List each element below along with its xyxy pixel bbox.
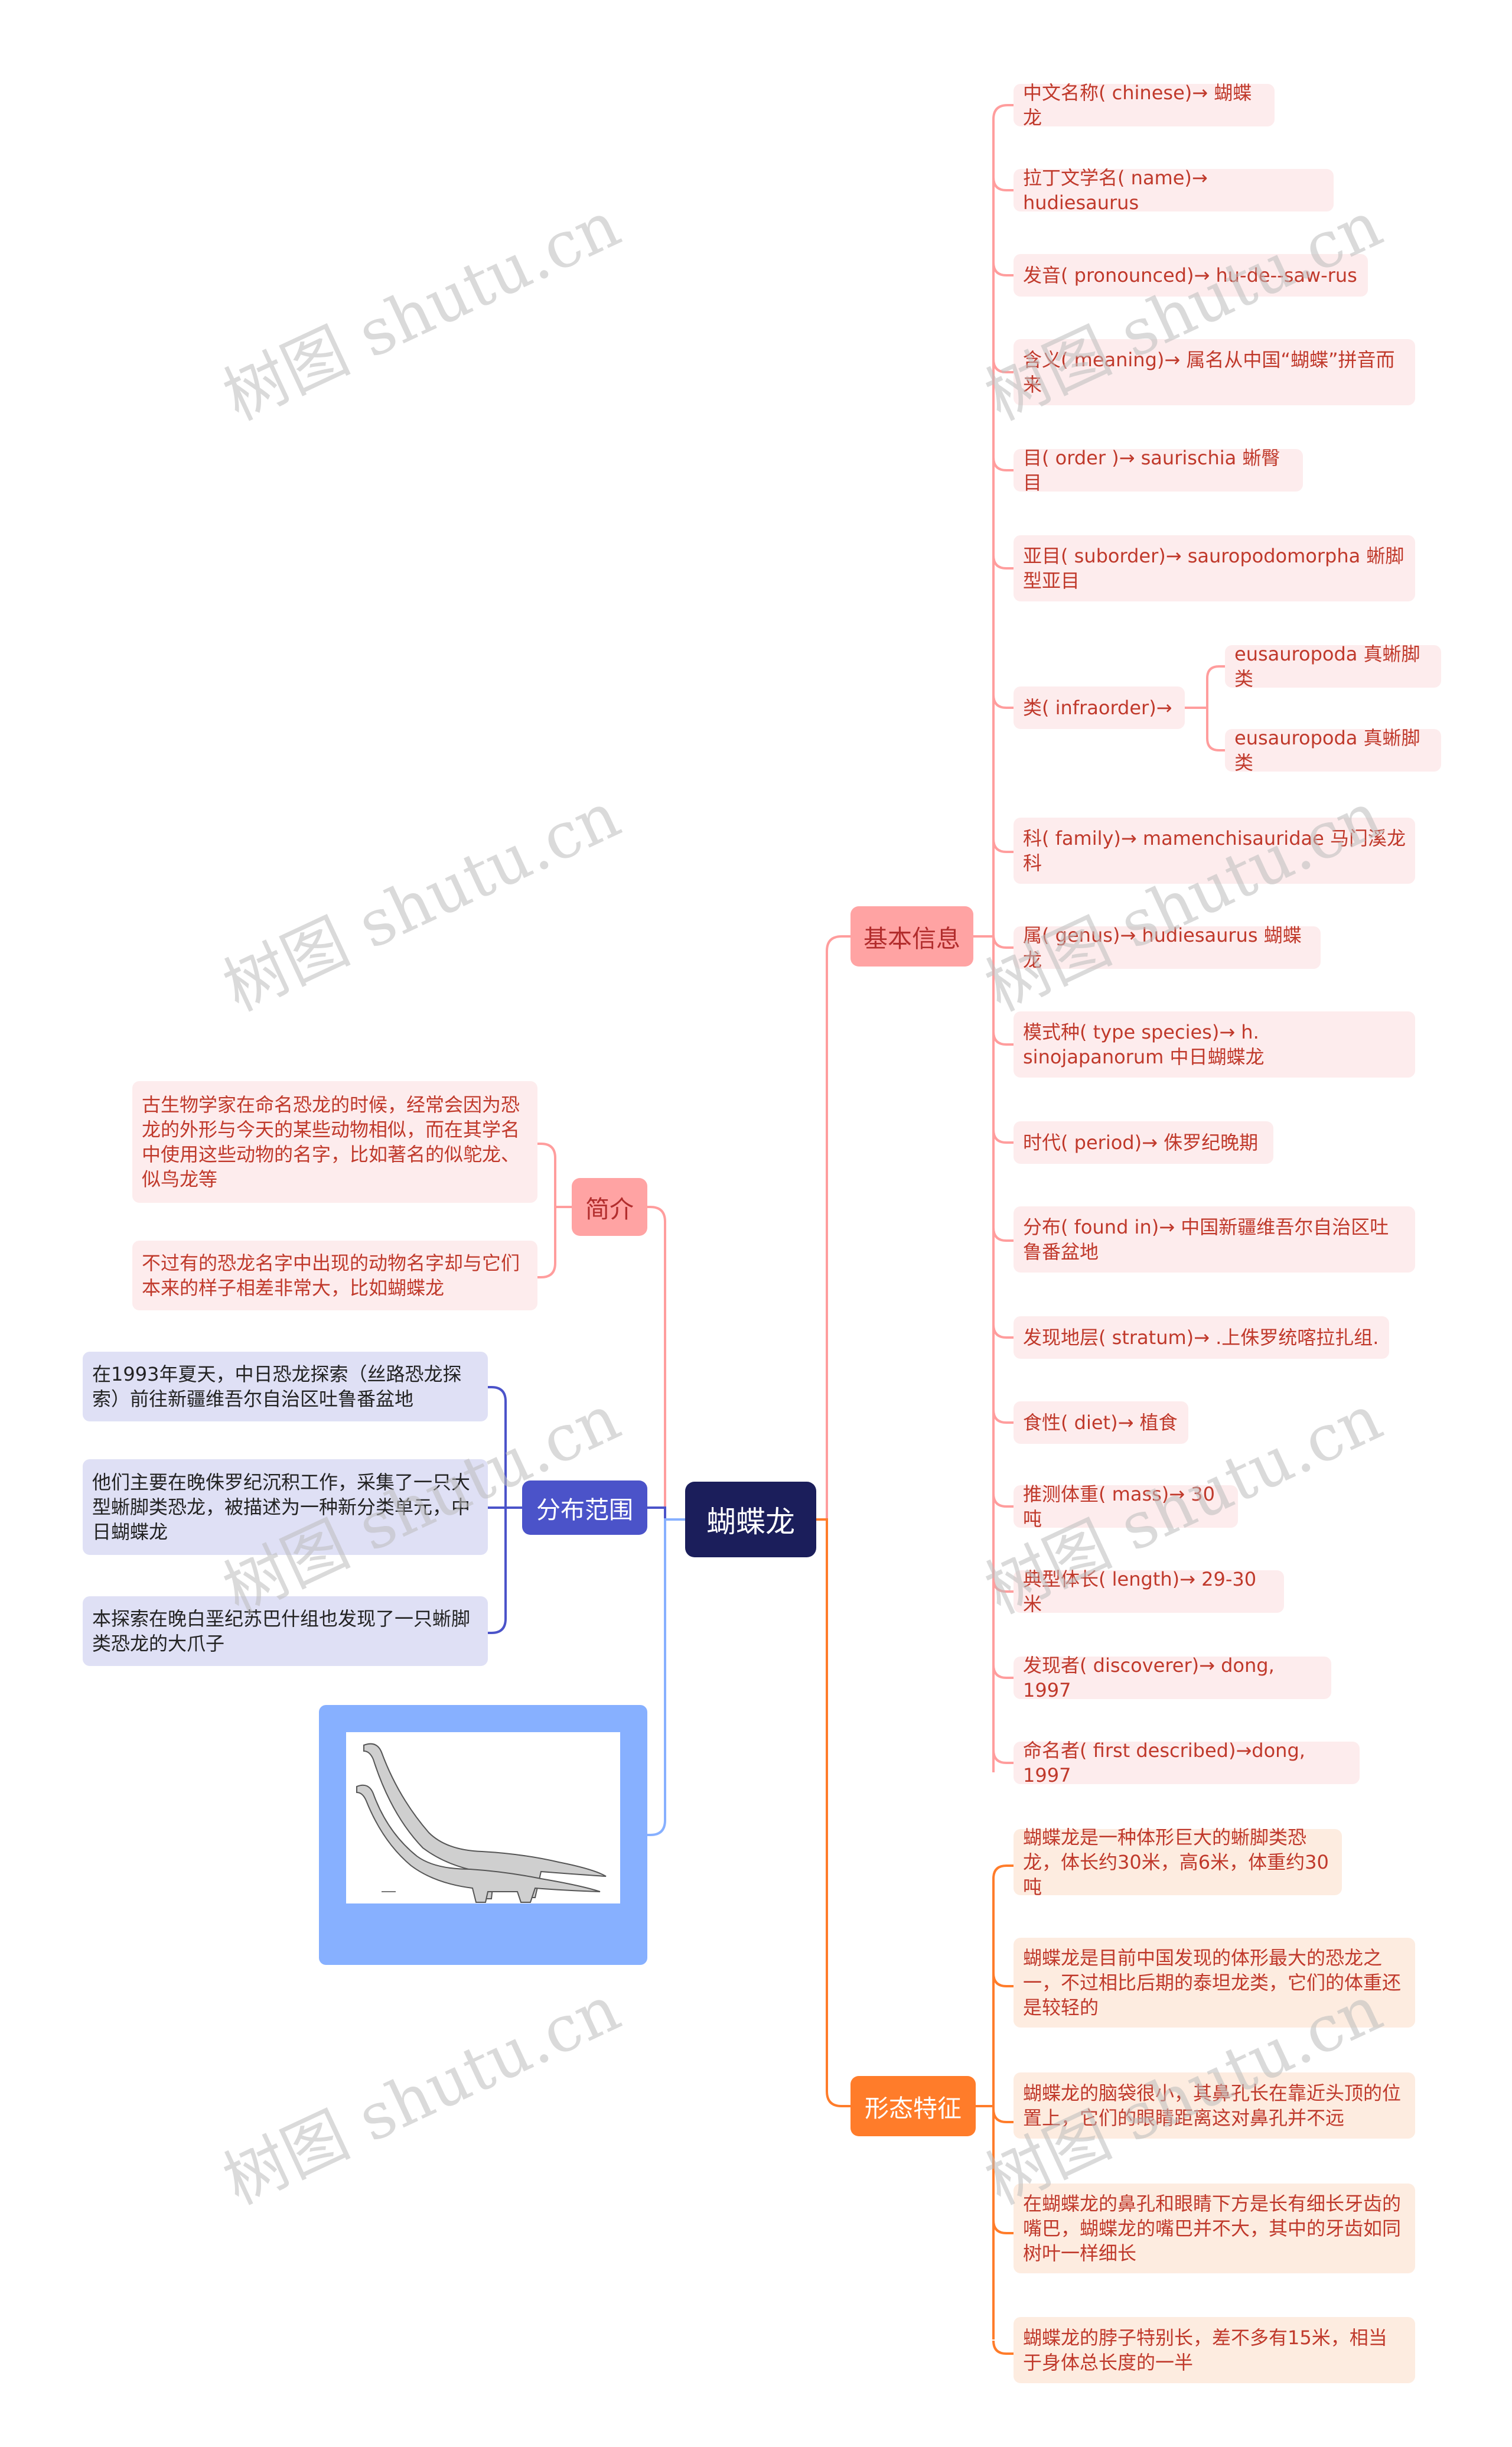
- image-node[interactable]: [319, 1705, 647, 1965]
- basic-item-latin-name[interactable]: 拉丁文学名( name)→ hudiesaurus: [1014, 167, 1334, 214]
- basic-item-period[interactable]: 时代( period)→ 侏罗纪晚期: [1014, 1121, 1273, 1164]
- basic-item-genus[interactable]: 属( genus)→ hudiesaurus 蝴蝶龙: [1014, 924, 1321, 971]
- basic-item-diet[interactable]: 食性( diet)→ 植食: [1014, 1401, 1188, 1444]
- intro-item[interactable]: 古生物学家在命名恐龙的时候，经常会因为恐龙的外形与今天的某些动物相似，而在其学名…: [132, 1081, 537, 1203]
- root-topic[interactable]: 蝴蝶龙: [685, 1482, 816, 1557]
- distribution-item[interactable]: 在1993年夏天，中日恐龙探索（丝路恐龙探索）前往新疆维吾尔自治区吐鲁番盆地: [83, 1352, 488, 1421]
- morph-item[interactable]: 蝴蝶龙是一种体形巨大的蜥脚类恐龙，体长约30米，高6米，体重约30吨: [1014, 1826, 1342, 1898]
- basic-item-stratum[interactable]: 发现地层( stratum)→ .上侏罗统喀拉扎组.: [1014, 1316, 1389, 1359]
- infraorder-item[interactable]: eusauropoda 真蜥脚类: [1225, 643, 1441, 690]
- basic-item-length[interactable]: 典型体长( length)→ 29-30米: [1014, 1568, 1284, 1615]
- morph-item[interactable]: 蝴蝶龙是目前中国发现的体形最大的恐龙之一，不过相比后期的泰坦龙类，它们的体重还是…: [1014, 1938, 1415, 2028]
- basic-item-discoverer[interactable]: 发现者( discoverer)→ dong, 1997: [1014, 1654, 1331, 1701]
- basic-item-meaning[interactable]: 含义( meaning)→ 属名从中国“蝴蝶”拼音而来: [1014, 339, 1415, 405]
- basic-item-order[interactable]: 目( order )→ saurischia 蜥臀目: [1014, 447, 1303, 494]
- morph-item[interactable]: 蝴蝶龙的脑袋很小，其鼻孔长在靠近头顶的位置上，它们的眼睛距离这对鼻孔并不远: [1014, 2072, 1415, 2139]
- distribution-item[interactable]: 本探索在晚白垩纪苏巴什组也发现了一只蜥脚类恐龙的大爪子: [83, 1596, 488, 1666]
- branch-intro[interactable]: 简介: [572, 1178, 647, 1236]
- basic-item-mass[interactable]: 推测体重( mass)→ 30吨: [1014, 1483, 1238, 1530]
- basic-item-chinese-name[interactable]: 中文名称( chinese)→ 蝴蝶龙: [1014, 82, 1275, 129]
- sauropod-illustration: [346, 1732, 620, 1903]
- basic-item-found-in[interactable]: 分布( found in)→ 中国新疆维吾尔自治区吐鲁番盆地: [1014, 1206, 1415, 1273]
- branch-basic-info[interactable]: 基本信息: [850, 906, 973, 967]
- basic-item-infraorder[interactable]: 类( infraorder)→: [1014, 686, 1185, 729]
- branch-morphology[interactable]: 形态特征: [850, 2076, 976, 2136]
- morph-item[interactable]: 在蝴蝶龙的鼻孔和眼睛下方是长有细长牙齿的嘴巴，蝴蝶龙的嘴巴并不大，其中的牙齿如同…: [1014, 2184, 1415, 2273]
- basic-item-first-described[interactable]: 命名者( first described)→dong, 1997: [1014, 1739, 1360, 1787]
- morph-item[interactable]: 蝴蝶龙的脖子特别长，差不多有15米，相当于身体总长度的一半: [1014, 2317, 1415, 2383]
- basic-item-type-species[interactable]: 模式种( type species)→ h. sinojapanorum 中日蝴…: [1014, 1011, 1415, 1078]
- distribution-item[interactable]: 他们主要在晚侏罗纪沉积工作，采集了一只大型蜥脚类恐龙，被描述为一种新分类单元，中…: [83, 1459, 488, 1555]
- branch-distribution[interactable]: 分布范围: [522, 1480, 647, 1535]
- basic-item-family[interactable]: 科( family)→ mamenchisauridae 马门溪龙科: [1014, 818, 1415, 884]
- basic-item-pronounced[interactable]: 发音( pronounced)→ hu-de--saw-rus: [1014, 254, 1368, 297]
- basic-item-suborder[interactable]: 亚目( suborder)→ sauropodomorpha 蜥脚型亚目: [1014, 535, 1415, 601]
- intro-item[interactable]: 不过有的恐龙名字中出现的动物名字却与它们本来的样子相差非常大，比如蝴蝶龙: [132, 1241, 537, 1310]
- infraorder-item[interactable]: eusauropoda 真蜥脚类: [1225, 727, 1441, 774]
